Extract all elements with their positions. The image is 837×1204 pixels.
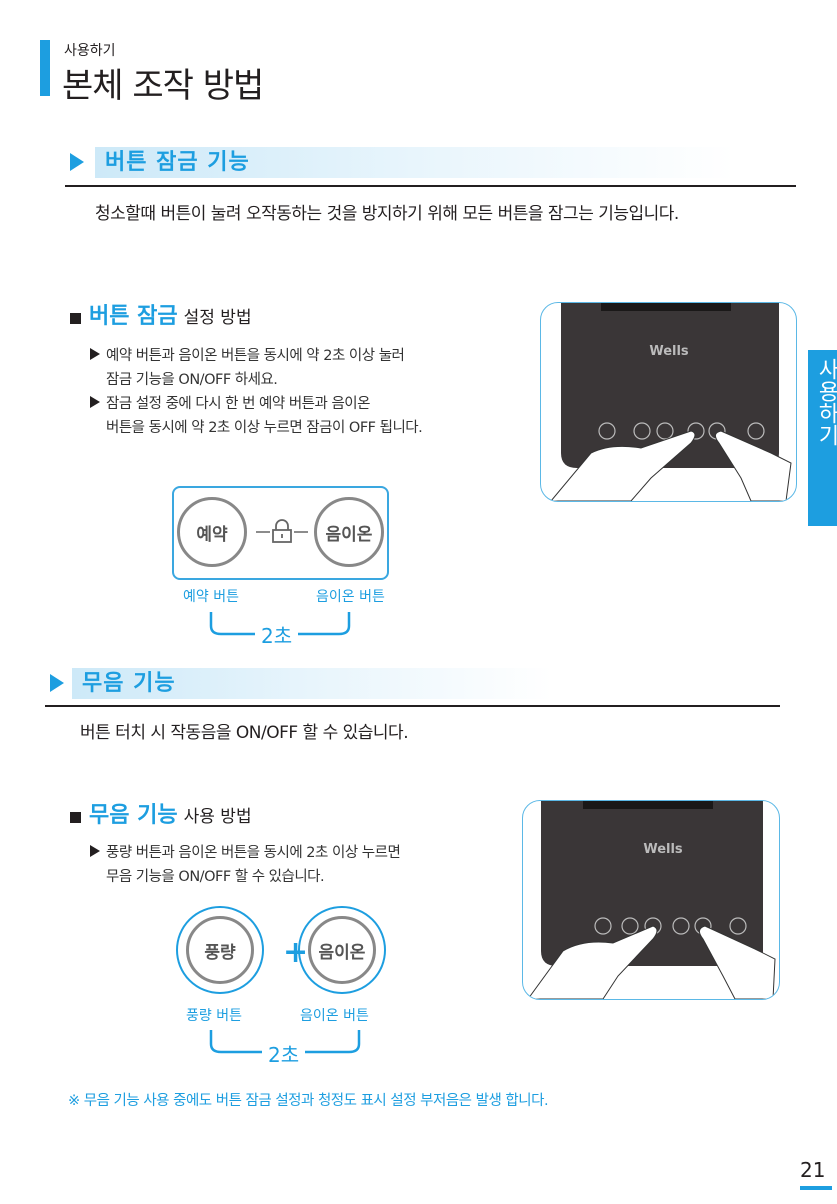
reserve-button-label: 예약 버튼	[183, 589, 239, 605]
device-illustration-mute: Wells	[522, 800, 780, 1000]
breadcrumb: 사용하기	[64, 43, 116, 59]
fan-button-ring	[176, 906, 264, 994]
subheading-text: 사용 방법	[183, 807, 252, 827]
duration-label: 2초	[262, 1039, 306, 1068]
anion-button-label: 음이온 버튼	[300, 1008, 369, 1024]
bullet-text: 잠금 기능을 ON/OFF 하세요.	[106, 372, 278, 388]
bullet-text: 예약 버튼과 음이온 버튼을 동시에 약 2초 이상 눌러	[106, 348, 405, 364]
bullet-text: 버튼을 동시에 약 2초 이상 누르면 잠금이 OFF 됩니다.	[106, 420, 423, 436]
page-number: 21	[800, 1158, 826, 1182]
divider	[45, 705, 780, 707]
section-triangle-icon	[50, 674, 64, 692]
device-hands-image: Wells	[550, 303, 792, 501]
device-illustration-lock: Wells	[540, 302, 797, 502]
subheading-highlight: 버튼 잠금	[89, 304, 178, 329]
lock-diagram-box	[172, 486, 389, 580]
section-description: 청소할때 버튼이 눌려 오작동하는 것을 방지하기 위해 모든 버튼을 잠그는 …	[95, 204, 679, 224]
side-tab: 사용하기	[808, 350, 837, 526]
page-number-underline	[800, 1186, 832, 1190]
arrow-bullet-icon	[90, 348, 100, 360]
anion-button-graphic: 음이온	[308, 916, 376, 984]
section-heading-mute: 무음 기능	[72, 668, 552, 699]
wells-logo: Wells	[643, 842, 683, 857]
divider	[65, 185, 796, 187]
bullet-list: 예약 버튼과 음이온 버튼을 동시에 약 2초 이상 눌러 잠금 기능을 ON/…	[90, 344, 423, 440]
title-accent-bar	[40, 40, 50, 96]
side-tab-label: 사용하기	[814, 358, 837, 446]
device-hands-image: Wells	[527, 801, 776, 999]
section-description: 버튼 터치 시 작동음을 ON/OFF 할 수 있습니다.	[80, 723, 409, 743]
anion-button-ring	[298, 906, 386, 994]
square-bullet-icon	[70, 811, 81, 823]
fan-speed-button-graphic: 풍량	[186, 916, 254, 984]
page-title: 본체 조작 방법	[62, 66, 264, 106]
anion-button-graphic: 음이온	[314, 497, 384, 567]
anion-button-label: 음이온 버튼	[316, 589, 385, 605]
square-bullet-icon	[70, 312, 81, 324]
bullet-text: 잠금 설정 중에 다시 한 번 예약 버튼과 음이온	[106, 396, 371, 412]
fan-speed-button-label: 풍량 버튼	[186, 1008, 242, 1024]
bullet-text: 무음 기능을 ON/OFF 할 수 있습니다.	[106, 869, 325, 885]
arrow-bullet-icon	[90, 845, 100, 857]
reserve-button-graphic: 예약	[177, 497, 247, 567]
arrow-bullet-icon	[90, 396, 100, 408]
bullet-text: 풍량 버튼과 음이온 버튼을 동시에 2초 이상 누르면	[106, 845, 401, 861]
bullet-list: 풍량 버튼과 음이온 버튼을 동시에 2초 이상 누르면 무음 기능을 ON/O…	[90, 841, 401, 889]
lock-icon	[256, 519, 308, 543]
subheading-text: 설정 방법	[183, 308, 252, 328]
footnote: ※ 무음 기능 사용 중에도 버튼 잠금 설정과 청정도 표시 설정 부저음은 …	[68, 1093, 549, 1109]
wells-logo: Wells	[649, 344, 689, 359]
section-heading-lock: 버튼 잠금 기능	[95, 147, 735, 178]
section-triangle-icon	[70, 153, 84, 171]
subheading-highlight: 무음 기능	[89, 803, 178, 828]
duration-label: 2초	[255, 620, 299, 649]
